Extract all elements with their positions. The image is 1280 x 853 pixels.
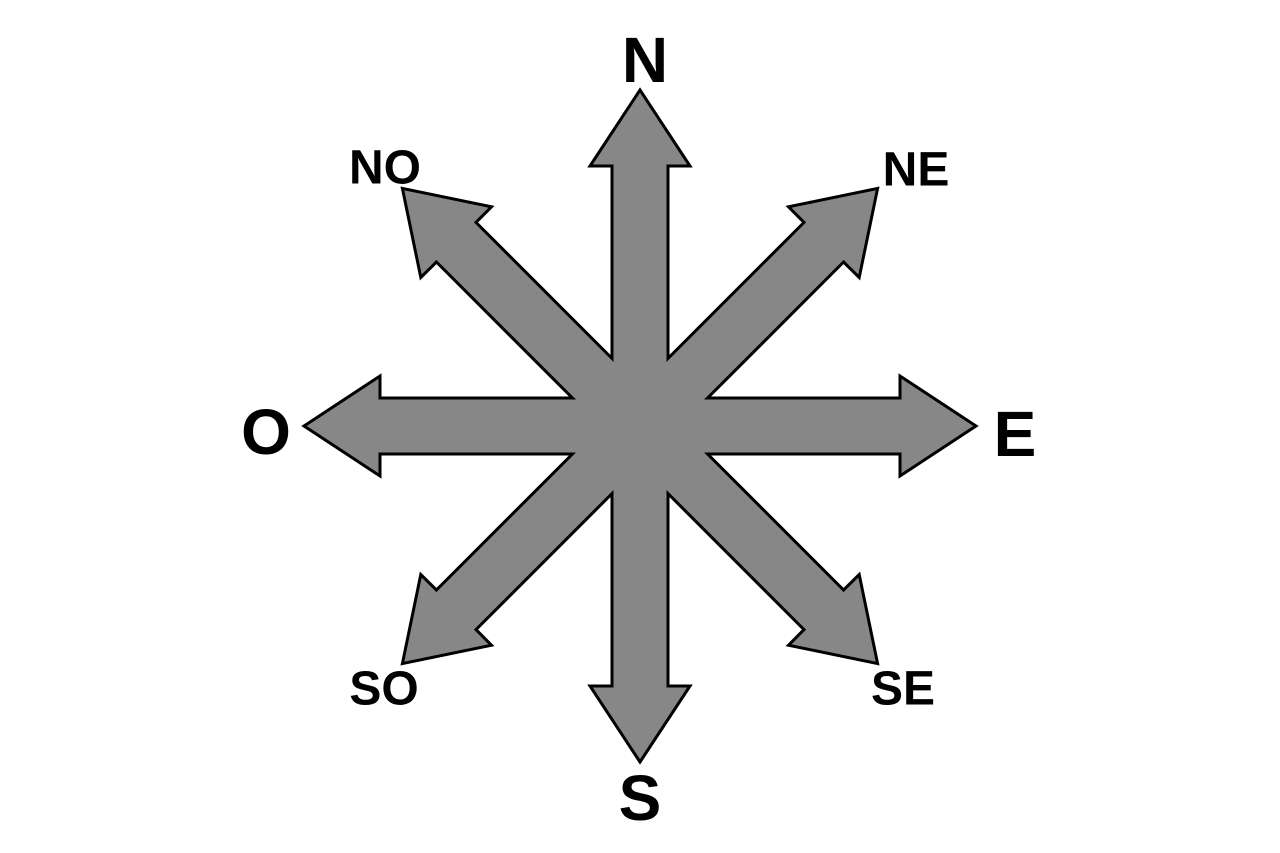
direction-labels: N NE E SE S SO O NO — [241, 24, 1036, 834]
label-northeast: NE — [883, 144, 950, 197]
label-east: E — [994, 398, 1037, 470]
label-southeast: SE — [871, 663, 935, 716]
label-southwest: SO — [349, 663, 418, 716]
label-west: O — [241, 396, 291, 468]
label-north: N — [622, 24, 668, 96]
label-northwest: NO — [349, 142, 421, 195]
compass-arrows — [301, 87, 979, 765]
compass-star-arrows — [301, 87, 979, 765]
label-south: S — [619, 762, 662, 834]
